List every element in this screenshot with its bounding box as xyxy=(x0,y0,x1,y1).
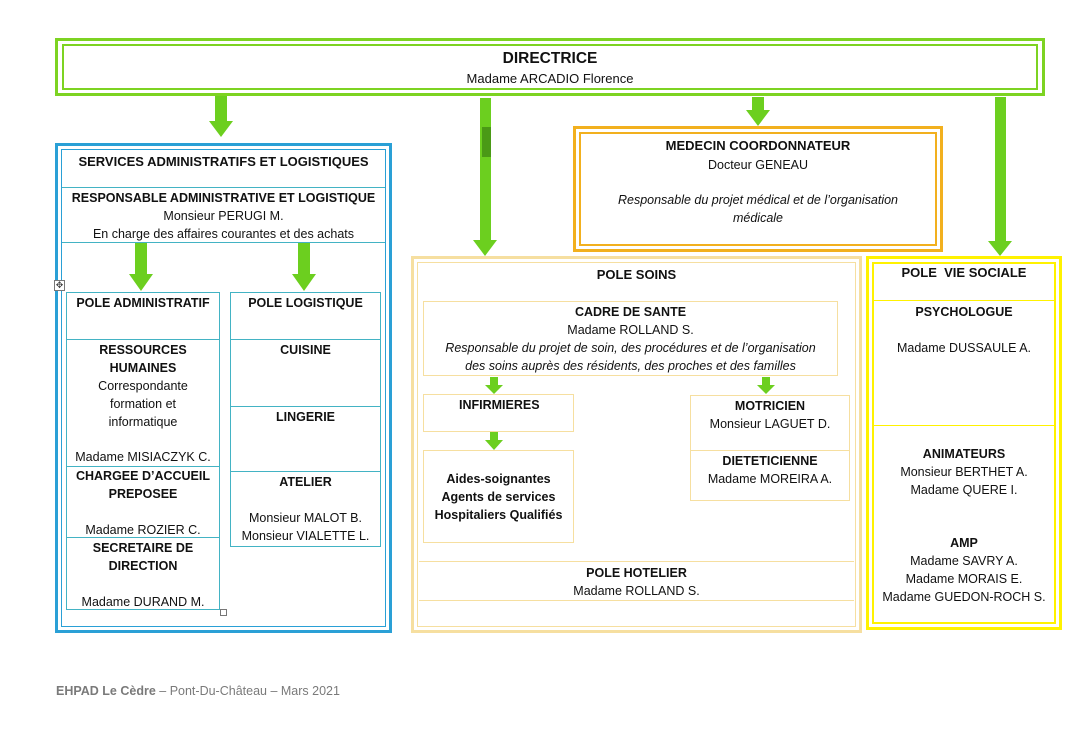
soins-title: POLE SOINS xyxy=(596,267,677,282)
aides-line3: Hospitaliers Qualifiés xyxy=(434,508,563,522)
admin-resp-desc: En charge des affaires courantes et des … xyxy=(92,227,355,241)
table-move-handle-icon[interactable]: ✥ xyxy=(54,280,65,291)
admin-title: SERVICES ADMINISTRATIFS ET LOGISTIQUES xyxy=(78,154,369,169)
rh-name: Madame MISIACZYK C. xyxy=(75,450,211,464)
arrow-to-motricien xyxy=(757,377,775,394)
secretaire-cell xyxy=(66,537,220,610)
divider xyxy=(873,300,1055,301)
lingerie-title: LINGERIE xyxy=(275,410,336,424)
animateurs-title: ANIMATEURS xyxy=(922,447,1006,461)
atelier-title: ATELIER xyxy=(279,475,332,489)
dieteticienne-cell xyxy=(690,450,850,501)
accueil-title-line1: CHARGEE D’ACCUEIL xyxy=(75,469,211,483)
hotelier-title: POLE HOTELIER xyxy=(586,566,687,580)
divider xyxy=(873,425,1055,426)
vie-sociale-title: POLE VIE SOCIALE xyxy=(901,265,1027,280)
vie-sociale-box-outer xyxy=(866,256,1062,630)
medecin-title: MEDECIN COORDONNATEUR xyxy=(665,138,851,153)
secretaire-name: Madame DURAND M. xyxy=(81,595,205,609)
divider xyxy=(419,561,854,562)
arrow-to-pole-admin xyxy=(129,243,153,291)
cadre-cell xyxy=(423,301,838,376)
director-name: Madame ARCADIO Florence xyxy=(466,71,634,86)
rh-desc-line3: informatique xyxy=(108,415,178,429)
cadre-desc-line2: des soins auprès des résidents, des proc… xyxy=(465,359,796,373)
infirmieres-cell xyxy=(423,394,574,432)
cuisine-title: CUISINE xyxy=(280,343,331,357)
admin-resp-name: Monsieur PERUGI M. xyxy=(163,209,284,223)
vie-sociale-box xyxy=(872,262,1056,624)
rh-desc-line2: formation et xyxy=(109,397,176,411)
medecin-box xyxy=(579,132,937,246)
arrow-to-vie-sociale xyxy=(988,97,1012,256)
medecin-box-outer xyxy=(573,126,943,252)
arrow-to-infirmieres xyxy=(485,377,503,394)
motricien-title: MOTRICIEN xyxy=(734,399,806,413)
psychologue-title: PSYCHOLOGUE xyxy=(915,305,1013,319)
amp-title: AMP xyxy=(950,536,978,550)
director-title: DIRECTRICE xyxy=(502,50,598,67)
arrow-to-soins xyxy=(473,98,497,256)
cadre-title: CADRE DE SANTE xyxy=(574,305,687,319)
atelier-name-2: Monsieur VIALETTE L. xyxy=(241,529,370,543)
director-box-outer xyxy=(55,38,1045,96)
psychologue-name: Madame DUSSAULE A. xyxy=(896,341,1032,355)
atelier-cell xyxy=(230,471,381,547)
soins-box xyxy=(417,262,856,627)
arrow-to-pole-logistique xyxy=(292,243,316,291)
motricien-name: Monsieur LAGUET D. xyxy=(709,417,831,431)
hotelier-name: Madame ROLLAND S. xyxy=(573,584,700,598)
secretaire-title-line2: DIRECTION xyxy=(108,559,178,573)
rh-title-line1: RESSOURCES xyxy=(99,343,187,357)
divider xyxy=(62,242,385,243)
accueil-title-line2: PREPOSEE xyxy=(108,487,178,501)
arrow-to-aides xyxy=(485,432,503,450)
admin-services-box-outer xyxy=(55,143,392,633)
aides-line1: Aides-soignantes xyxy=(446,472,551,486)
aides-cell xyxy=(423,450,574,543)
secretaire-title-line1: SECRETAIRE DE xyxy=(92,541,194,555)
dieteticienne-title: DIETETICIENNE xyxy=(722,454,818,468)
accueil-name: Madame ROZIER C. xyxy=(85,523,201,537)
soins-box-outer xyxy=(411,256,862,633)
divider xyxy=(62,187,385,188)
cadre-desc-line1: Responsable du projet de soin, des procé… xyxy=(445,341,816,355)
director-box xyxy=(62,44,1038,90)
footer-organisation: EHPAD Le Cèdre xyxy=(56,684,156,698)
arrow-to-admin xyxy=(209,95,233,137)
footer: EHPAD Le Cèdre – Pont-Du-Château – Mars … xyxy=(56,684,340,698)
admin-services-box xyxy=(61,149,386,627)
aides-line2: Agents de services xyxy=(441,490,556,504)
medecin-desc-line2: médicale xyxy=(732,211,784,225)
pole-logistique-title: POLE LOGISTIQUE xyxy=(248,296,363,310)
animateurs-name-2: Madame QUERE I. xyxy=(910,483,1018,497)
arrow-to-medecin xyxy=(746,97,770,126)
medecin-desc-line1: Responsable du projet médical et de l’or… xyxy=(617,193,899,207)
amp-name-2: Madame MORAIS E. xyxy=(905,572,1023,586)
dieteticienne-name: Madame MOREIRA A. xyxy=(707,472,833,486)
footer-location-date: – Pont-Du-Château – Mars 2021 xyxy=(155,684,340,698)
cadre-name: Madame ROLLAND S. xyxy=(567,323,694,337)
atelier-name-1: Monsieur MALOT B. xyxy=(248,511,362,525)
rh-desc-line1: Correspondante xyxy=(98,379,188,393)
table-resize-handle-icon[interactable] xyxy=(220,609,227,616)
amp-name-3: Madame GUEDON-ROCH S. xyxy=(882,590,1046,604)
divider xyxy=(419,600,854,601)
amp-name-1: Madame SAVRY A. xyxy=(910,554,1018,568)
admin-resp-title: RESPONSABLE ADMINISTRATIVE ET LOGISTIQUE xyxy=(71,191,376,205)
rh-title-line2: HUMAINES xyxy=(109,361,177,375)
infirmieres-title: INFIRMIERES xyxy=(459,398,540,412)
pole-admin-title: POLE ADMINISTRATIF xyxy=(76,296,210,310)
medecin-name: Docteur GENEAU xyxy=(707,158,809,172)
animateurs-name-1: Monsieur BERTHET A. xyxy=(900,465,1028,479)
